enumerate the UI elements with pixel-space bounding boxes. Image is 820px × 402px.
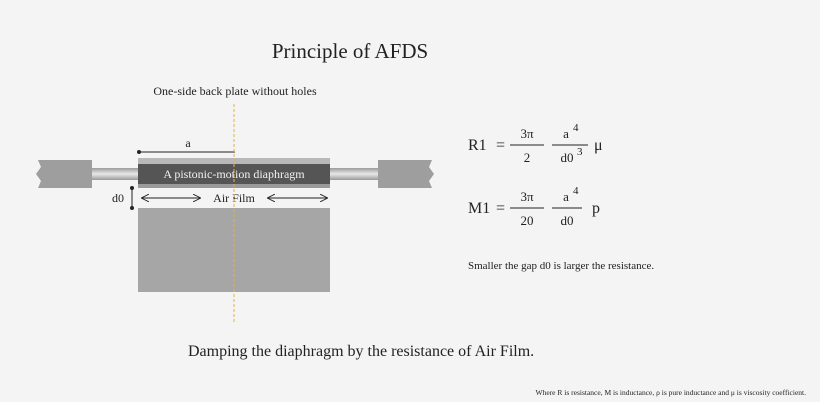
backplate-caption: One-side back plate without holes	[153, 84, 317, 98]
eq2-equals: =	[496, 200, 505, 217]
eq1-den1: 2	[524, 150, 531, 165]
gap-dimension-dot-top	[130, 186, 134, 190]
eq1-num2-exp: 4	[573, 122, 579, 134]
air-film-label: Air Film	[213, 191, 255, 205]
eq1-num2: a	[563, 126, 569, 141]
right-frame	[378, 160, 434, 188]
eq2-den2: d0	[561, 213, 574, 228]
equation-resistance: R1 = 3π 2 a 4 d0 3 μ	[468, 122, 603, 165]
eq2-num1: 3π	[520, 189, 534, 204]
eq1-lhs: R1	[468, 137, 487, 154]
left-frame	[36, 160, 92, 188]
eq2-num2-exp: 4	[573, 185, 579, 197]
equation-inductance: M1 = 3π 20 a 4 d0 p	[468, 185, 600, 228]
gap-label: d0	[112, 191, 124, 205]
eq1-den2: d0	[561, 150, 574, 165]
radius-dimension-dot	[137, 150, 141, 154]
eq1-num1: 3π	[520, 126, 534, 141]
eq2-den1: 20	[521, 213, 534, 228]
bottom-caption: Damping the diaphragm by the resistance …	[188, 343, 534, 360]
eq2-lhs: M1	[468, 200, 490, 217]
eq2-factor: p	[592, 200, 600, 217]
page-title: Principle of AFDS	[272, 39, 428, 63]
gap-note: Smaller the gap d0 is larger the resista…	[468, 260, 654, 272]
eq2-num2: a	[563, 189, 569, 204]
gap-dimension-dot-bottom	[130, 206, 134, 210]
radius-label: a	[185, 136, 191, 150]
eq1-equals: =	[496, 137, 505, 154]
footnote: Where R is resistance, M is inductance, …	[536, 388, 807, 397]
eq1-den2-exp: 3	[577, 146, 583, 158]
eq1-factor: μ	[594, 137, 603, 154]
